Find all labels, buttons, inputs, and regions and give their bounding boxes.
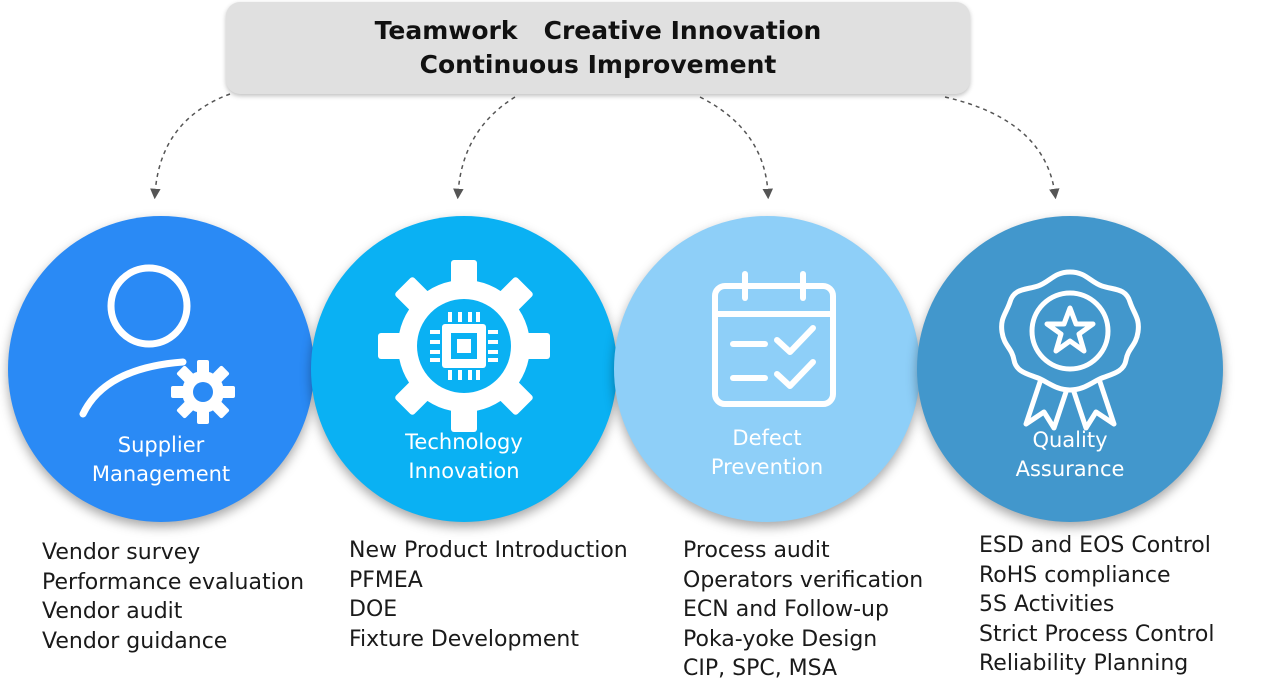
gear-chip-icon (378, 260, 550, 432)
award-badge-icon (999, 269, 1141, 431)
list-item: CIP, SPC, MSA (683, 656, 838, 681)
list-item: Process audit (683, 538, 830, 563)
pillar-circle-quality-assurance: Quality Assurance (917, 216, 1223, 522)
pillar-title: Quality Assurance (1015, 428, 1125, 481)
connector-arrow-defect (699, 96, 773, 200)
list-item: Vendor audit (42, 599, 183, 624)
connector-arrow-technology (453, 96, 516, 200)
calendar-check-icon (712, 271, 836, 407)
pillar-list-technology-innovation: New Product Introduction PFMEA DOE Fixtu… (349, 536, 628, 654)
banner-line-2: Continuous Improvement (419, 50, 777, 79)
pillar-list-supplier-management: Vendor survey Performance evaluation Ven… (42, 538, 304, 656)
list-item: RoHS compliance (979, 562, 1171, 588)
list-item: Vendor guidance (42, 628, 228, 654)
pillar-circle-defect-prevention: Defect Prevention (614, 216, 920, 522)
list-item: DOE (349, 597, 398, 622)
list-item: Reliability Planning (979, 651, 1189, 676)
pillar-circle-technology-innovation: Technology Innovation (311, 216, 617, 522)
banner-line-1: Teamwork Creative Innovation (374, 16, 822, 45)
list-item: Performance evaluation (42, 569, 305, 595)
pillar-list-quality-assurance: ESD and EOS Control RoHS compliance 5S A… (979, 531, 1214, 679)
connector-arrow-supplier (150, 93, 231, 200)
list-item: Vendor survey (42, 540, 201, 565)
pillar-circle-supplier-management: Supplier Management (8, 216, 314, 522)
pillar-title: Technology Innovation (405, 430, 523, 483)
list-item: Fixture Development (349, 626, 579, 652)
list-item: Poka-yoke Design (683, 626, 878, 652)
list-item: PFMEA (349, 567, 423, 593)
values-banner: Teamwork Creative Innovation Continuous … (226, 2, 970, 94)
list-item: Operators verification (683, 567, 924, 593)
list-item: Strict Process Control (979, 621, 1215, 647)
list-item: ESD and EOS Control (979, 533, 1211, 558)
list-item: New Product Introduction (349, 538, 628, 563)
connector-arrow-quality (944, 96, 1060, 200)
list-item: 5S Activities (979, 592, 1115, 617)
pillar-title: Supplier Management (91, 433, 231, 486)
pillar-title: Defect Prevention (710, 426, 824, 479)
pillar-list-defect-prevention: Process audit Operators verification ECN… (683, 536, 923, 684)
user-gear-icon (79, 264, 235, 424)
list-item: ECN and Follow-up (683, 597, 889, 622)
